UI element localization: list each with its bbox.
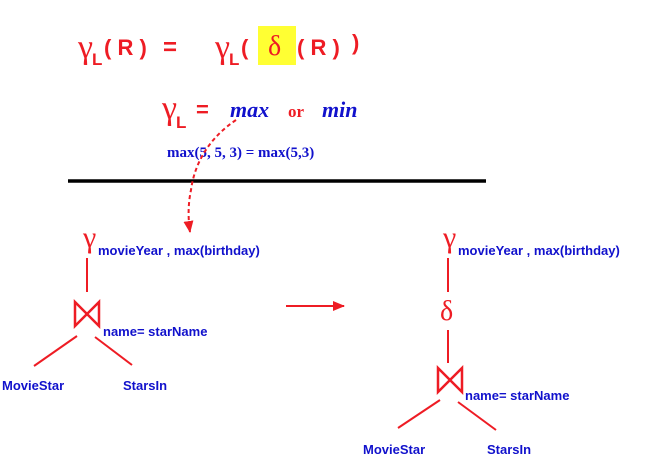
left-tree-edge-right-leaf [94, 336, 133, 366]
right-tree-join-condition: name= starName [465, 388, 569, 403]
equation-equals: = [163, 34, 177, 61]
equation-lhs-argument: ( R ) [104, 35, 147, 60]
left-tree-gamma: γ [82, 221, 96, 254]
right-tree-join-icon [436, 364, 464, 396]
right-tree-gamma: γ [442, 221, 456, 254]
left-tree-join-condition: name= starName [103, 324, 207, 339]
right-tree-right-leaf: StarsIn [487, 442, 531, 454]
left-tree-edge-left-leaf [33, 335, 78, 367]
equation-rhs-close-paren: ) [352, 30, 359, 55]
equation-lhs-subscript: L [92, 50, 102, 69]
equation-rhs-subscript: L [229, 50, 239, 69]
definition-gamma: γ [161, 90, 177, 127]
left-tree: γ movieYear , max(birthday) name= starNa… [2, 221, 260, 393]
right-tree-delta: δ [440, 296, 453, 327]
delta-highlight [258, 26, 296, 65]
definition-max: max [230, 97, 269, 122]
dashed-pointer-arrow [183, 119, 237, 233]
definition-or: or [288, 102, 305, 121]
equation-lhs-gamma: γ [77, 29, 93, 66]
equation-rhs-argument: ( R ) [297, 35, 340, 60]
right-tree-grouping: movieYear , max(birthday) [458, 243, 620, 258]
right-tree-left-leaf: MovieStar [363, 442, 425, 454]
right-tree: γ movieYear , max(birthday) δ name= star… [363, 221, 620, 454]
left-tree-grouping: movieYear , max(birthday) [98, 243, 260, 258]
equation-delta: δ [268, 31, 281, 62]
left-tree-join-icon [73, 298, 101, 330]
equation-rhs-open-paren: ( [241, 35, 249, 60]
gamma-definition: γ L = max or min [161, 90, 357, 132]
equation-rhs-gamma: γ [214, 29, 230, 66]
definition-equals: = [196, 97, 209, 122]
right-tree-edge-left-leaf [397, 399, 441, 429]
left-tree-left-leaf: MovieStar [2, 378, 64, 393]
equation: γ L ( R ) = γ L ( δ ( R ) ) [77, 26, 359, 69]
definition-subscript: L [176, 113, 186, 132]
right-tree-edge-right-leaf [457, 401, 497, 431]
left-tree-right-leaf: StarsIn [123, 378, 167, 393]
max-example: max(5, 5, 3) = max(5,3) [167, 145, 314, 161]
definition-min: min [322, 97, 357, 122]
